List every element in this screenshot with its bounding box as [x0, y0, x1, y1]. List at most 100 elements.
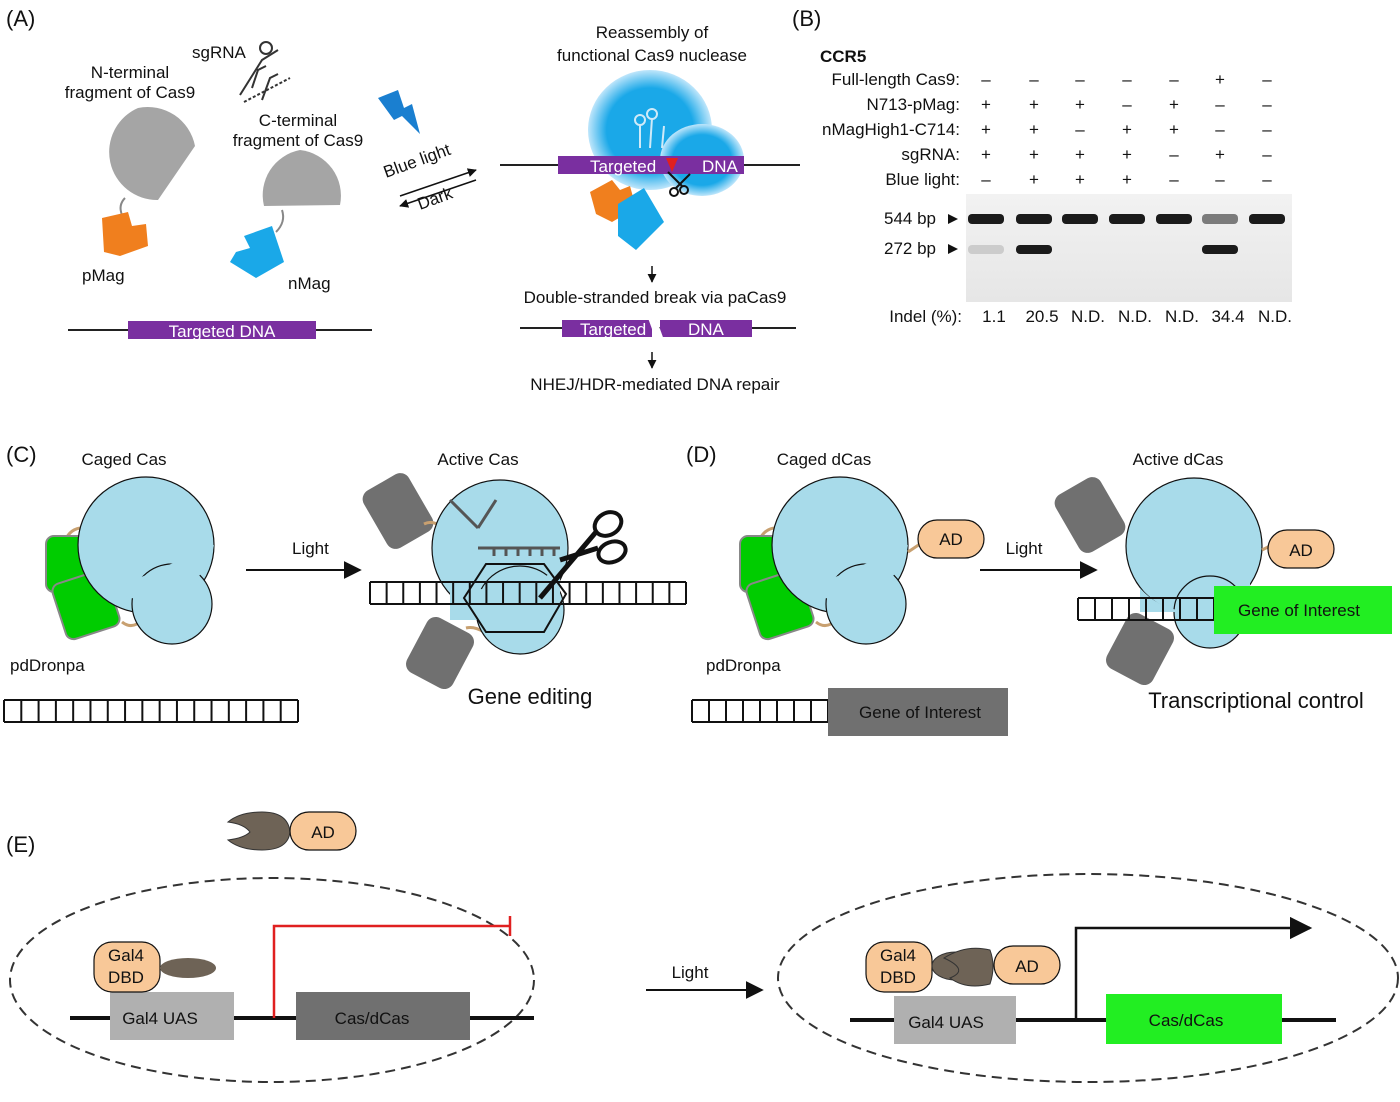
n-terminal-label-1: N-terminal [91, 63, 169, 82]
panel-label-b: (B) [792, 6, 821, 31]
condition-label: sgRNA: [901, 145, 960, 164]
condition-value: – [1215, 120, 1225, 139]
dna-ladder-left [3, 699, 299, 723]
cell-dark [9, 877, 535, 1083]
cas-box-on [1106, 994, 1282, 1044]
condition-value: – [1075, 120, 1085, 139]
gel-bands [968, 214, 1285, 254]
nmag-bound [618, 188, 664, 250]
pddronpa-label-d: pdDronpa [706, 656, 781, 675]
dna-ladder-d [691, 699, 829, 723]
light-label-c: Light [292, 539, 329, 558]
bp272-label: 272 bp [884, 239, 936, 258]
panel-c: Caged Cas pdDronpa Light Active Cas [3, 450, 687, 723]
condition-value: + [1075, 145, 1085, 164]
condition-value: + [1122, 120, 1132, 139]
dna-bubble [462, 563, 568, 633]
band-544 [1249, 214, 1285, 224]
condition-value: + [981, 145, 991, 164]
panel-label-a: (A) [6, 6, 35, 31]
condition-value: – [1122, 95, 1132, 114]
sgrna-icon [239, 41, 291, 103]
condition-value: + [1122, 145, 1132, 164]
ad-free-label: AD [311, 823, 335, 842]
pddronpa-dissociated-2 [406, 616, 474, 690]
band-544 [1109, 214, 1145, 224]
pddronpa-dissociated-1 [362, 473, 434, 549]
indel-label: Indel (%): [889, 307, 962, 326]
condition-value: + [1215, 145, 1225, 164]
active-dcas-label: Active dCas [1133, 450, 1224, 469]
cas9-sgrna-icon [634, 108, 665, 149]
condition-value: – [981, 170, 991, 189]
condition-value: + [1215, 70, 1225, 89]
condition-value: + [1029, 145, 1039, 164]
ad-label-caged: AD [939, 530, 963, 549]
band-272 [968, 245, 1004, 254]
condition-value: – [1215, 95, 1225, 114]
c-terminal-label-1: C-terminal [259, 111, 337, 130]
panel-e: AD Gal4 UAS Cas/dCas Gal4 DBD Light Gal4… [9, 811, 1399, 1083]
bp544-marker-icon [948, 214, 958, 224]
targeted-label: Targeted [590, 157, 656, 176]
c-terminal-label-2: fragment of Cas9 [233, 131, 363, 150]
pddronpa-dissociated-d1 [1054, 477, 1126, 553]
active-cas-label: Active Cas [437, 450, 518, 469]
guide-rna-icon [448, 498, 560, 556]
dbd-label-right: DBD [880, 968, 916, 987]
bp272-marker-icon [948, 244, 958, 254]
condition-value: + [1029, 170, 1039, 189]
goi-label-inactive: Gene of Interest [859, 703, 981, 722]
condition-value: + [1122, 170, 1132, 189]
dna-label: DNA [702, 157, 739, 176]
indel-value: N.D. [1071, 307, 1105, 326]
n-terminal-label-2: fragment of Cas9 [65, 83, 195, 102]
band-272 [1202, 245, 1238, 254]
condition-value: – [1262, 70, 1272, 89]
dark-label: Dark [415, 183, 456, 213]
pddronpa-label: pdDronpa [10, 656, 85, 675]
light-label-e: Light [672, 963, 709, 982]
condition-value: + [1075, 95, 1085, 114]
goi-label-active: Gene of Interest [1238, 601, 1360, 620]
transcriptional-control-label: Transcriptional control [1148, 688, 1364, 713]
condition-value: – [1262, 120, 1272, 139]
band-544 [1016, 214, 1052, 224]
dsb-label: Double-stranded break via paCas9 [524, 288, 787, 307]
cas-box-off [296, 992, 470, 1040]
panel-a: N-terminal fragment of Cas9 sgRNA C-term… [65, 23, 800, 394]
pmag-block [102, 212, 148, 256]
gene-editing-label: Gene editing [468, 684, 593, 709]
gal4-label-left: Gal4 [108, 946, 144, 965]
condition-label: nMagHigh1-C714: [822, 120, 960, 139]
ad-bound-label: AD [1015, 957, 1039, 976]
gal4-uas-box-right [894, 996, 1016, 1044]
targeted-dna-bar [128, 321, 316, 339]
blue-light-label: Blue light [381, 140, 453, 182]
band-544 [1062, 214, 1098, 224]
cell-light [777, 873, 1399, 1083]
indel-value: 20.5 [1025, 307, 1058, 326]
indel-value: 34.4 [1211, 307, 1244, 326]
panel-label-e: (E) [6, 832, 35, 857]
condition-value: – [1169, 170, 1179, 189]
pddronpa-dissociated-d2 [1106, 612, 1174, 686]
panel-d: Caged dCas AD pdDronpa Gene of Interest … [691, 450, 1392, 736]
cas-label-off: Cas/dCas [335, 1009, 410, 1028]
caged-dcas-label: Caged dCas [777, 450, 872, 469]
bp544-label: 544 bp [884, 209, 936, 228]
condition-value: – [1262, 95, 1272, 114]
condition-value: + [1029, 120, 1039, 139]
cas-label-on: Cas/dCas [1149, 1011, 1224, 1030]
dbd-label-left: DBD [108, 968, 144, 987]
band-272 [1016, 245, 1052, 254]
dna-cut-right [660, 320, 752, 337]
gal4-uas-box [110, 992, 234, 1040]
dna-ladder-active [369, 581, 687, 605]
condition-label: N713-pMag: [866, 95, 960, 114]
band-544 [968, 214, 1004, 224]
goi-box-inactive [828, 688, 1008, 736]
ad-domain-caged [917, 519, 985, 559]
blocked-transcription [272, 924, 510, 1018]
